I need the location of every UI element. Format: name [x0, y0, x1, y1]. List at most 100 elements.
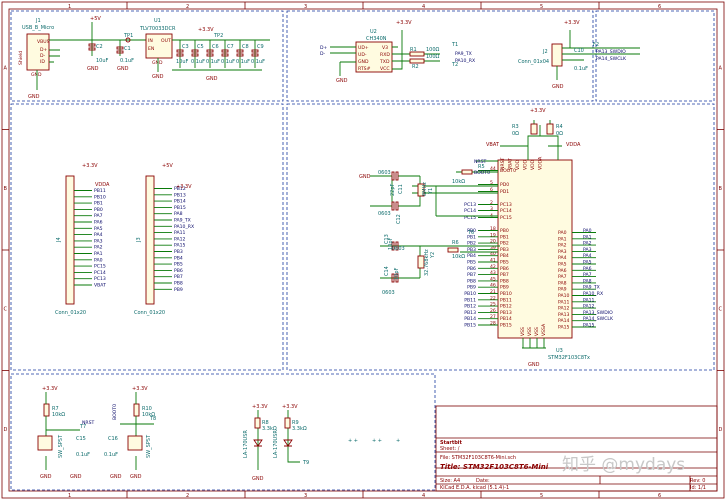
mcu-stm32: U3 STM32F103C8Tx BOOT044PD05PD16PC132PC1…: [464, 108, 614, 368]
mcu-net: PB12: [464, 304, 476, 310]
svg-text:Title: STM32F103C8T6-Mini: Title: STM32F103C8T6-Mini: [440, 463, 549, 471]
cap-plate: [251, 49, 259, 53]
mcu-net: PB15: [464, 323, 476, 329]
header-pin-net: PA0: [94, 257, 103, 263]
watermark: 知乎 @mydays: [562, 455, 685, 475]
frame-col-label: 4: [422, 4, 425, 10]
svg-text:KiCad E.D.A. kicad (5.1.4)-1: KiCad E.D.A. kicad (5.1.4)-1: [440, 485, 509, 491]
header-pin-net: VBAT: [94, 283, 106, 289]
cap-plate: [236, 53, 244, 57]
mcu-pin-label: PB2: [500, 241, 509, 247]
header-pin-net: PA4: [94, 232, 103, 238]
mcu-pin-number: 43: [490, 270, 496, 276]
cap-plate: [236, 49, 244, 53]
boot-switch-circuit: +3.3V R10 10kΩ SW_SPST C16 0.1uF T8 BOOT…: [104, 386, 156, 480]
mcu-pin-label: PB6: [500, 266, 509, 272]
mcu-pin-label: PA15: [558, 325, 570, 331]
svg-text:Sheet: /: Sheet: /: [440, 446, 460, 452]
svg-text:+ +: + +: [372, 438, 382, 444]
svg-text:32.768kHz: 32.768kHz: [424, 249, 430, 276]
mcu-pin-label: VDD: [515, 159, 521, 170]
svg-text:C1: C1: [124, 46, 131, 52]
mcu-net: PA4: [583, 253, 592, 259]
mcu-pin-label: PA0: [558, 230, 567, 236]
mcu-pin-label: PB9: [500, 285, 509, 291]
svg-text:VBAT: VBAT: [486, 142, 500, 148]
header-pin-net: PA6: [94, 220, 103, 226]
header-pin-net: PB10: [94, 194, 106, 200]
header-pin-net: PA9_TX: [174, 218, 191, 224]
mcu-net: PA0: [583, 228, 592, 234]
svg-text:F2: F2: [593, 42, 599, 48]
mcu-pin-label: PA10: [558, 293, 570, 299]
header-pin-net: PB0: [94, 207, 103, 213]
svg-text:3.3kΩ: 3.3kΩ: [262, 426, 277, 432]
mcu-net: PB13: [464, 310, 476, 316]
svg-text:C15: C15: [76, 436, 86, 442]
mcu-pin-number: 22: [490, 295, 496, 301]
cap-plate: [251, 53, 259, 57]
mcu-pin-number: 46: [490, 283, 496, 289]
svg-text:D+: D+: [40, 47, 48, 53]
svg-text:T7: T7: [79, 424, 86, 430]
svg-text:TLV70033DCR: TLV70033DCR: [139, 26, 176, 32]
cap-value: 0.1uF: [236, 59, 250, 65]
mcu-pin-label: PD1: [500, 189, 509, 195]
cap-ref: C7: [227, 44, 234, 50]
svg-text:GND: GND: [31, 72, 42, 78]
cap-value: 0.1uF: [251, 59, 265, 65]
svg-text:VDDA: VDDA: [566, 142, 581, 148]
mcu-pin-label: PA13: [558, 312, 570, 318]
header-pin-net: PB15: [174, 205, 186, 211]
mcu-net: PA11: [583, 297, 595, 303]
cap-value: 0.1uF: [221, 59, 235, 65]
svg-text:+3.3V: +3.3V: [132, 386, 148, 392]
cap-ref: C8: [242, 44, 249, 50]
mcu-pin-number: 26: [490, 308, 496, 314]
svg-text:GND: GND: [117, 66, 129, 72]
frame-col-label: 3: [304, 4, 307, 10]
mcu-pin-number: 25: [490, 302, 496, 308]
svg-text:+3.3V: +3.3V: [82, 163, 98, 169]
frame-col-label: 3: [304, 493, 307, 499]
svg-text:100Ω: 100Ω: [426, 54, 440, 60]
frame-row-label: C: [4, 306, 8, 312]
header-pin-net: PB12: [174, 186, 186, 192]
svg-text:Date:: Date:: [476, 478, 490, 484]
mcu-pin-label: PC15: [500, 215, 512, 221]
mcu-net: PA8: [583, 278, 592, 284]
mcu-pin-label: PA2: [558, 243, 567, 249]
decoupling-caps: C310uFC50.1uFC60.1uFC70.1uFC80.1uFC90.1u…: [172, 40, 265, 82]
mcu-pin-number: 18: [490, 226, 496, 232]
cap-ref: C6: [212, 44, 219, 50]
mcu-pin-label: NRST: [500, 157, 506, 170]
svg-text:100Ω: 100Ω: [426, 47, 440, 53]
mcu-pin-label: PB0: [500, 228, 509, 234]
svg-text:OUT: OUT: [161, 38, 171, 44]
svg-text:Startbit: Startbit: [440, 440, 463, 446]
svg-text:T8: T8: [149, 416, 156, 422]
mcu-net: PA1: [583, 234, 592, 240]
mcu-pin-number: 42: [490, 264, 496, 270]
svg-text:T2: T2: [451, 62, 458, 68]
svg-text:J3: J3: [136, 237, 142, 243]
swd-connector: +3.3V J2 Conn_01x04 C10 0.1uF F2 PA13_SW…: [518, 20, 640, 90]
svg-text:22pF: 22pF: [390, 183, 396, 196]
mcu-net: PB7: [467, 272, 476, 278]
mcu-pin-label: PB10: [500, 291, 512, 297]
mcu-net: PA6: [583, 266, 592, 272]
svg-text:NRST: NRST: [82, 420, 95, 426]
mcu-net: PC14: [464, 208, 476, 214]
svg-text:R10: R10: [142, 406, 152, 412]
cap-value: 0.1uF: [191, 59, 205, 65]
mcu-pin-number: 19: [490, 232, 496, 238]
svg-text:+3.3V: +3.3V: [252, 404, 268, 410]
frame-col-label: 2: [186, 493, 189, 499]
svg-text:Conn_01x20: Conn_01x20: [134, 310, 165, 316]
svg-text:GND: GND: [110, 474, 122, 480]
mcu-net: PB11: [464, 297, 476, 303]
cap-ref: C3: [182, 44, 189, 50]
mcu-net: PB5: [467, 260, 476, 266]
svg-text:PA10_RX: PA10_RX: [455, 58, 475, 64]
